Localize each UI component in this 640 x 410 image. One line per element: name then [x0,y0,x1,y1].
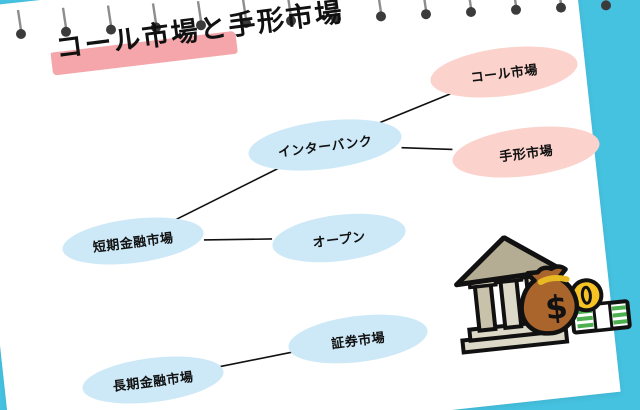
mindmap-edge-short-term-to-open [203,238,273,241]
money-bag-icon: $ [519,264,580,336]
mindmap-node-label: 証券市場 [330,330,386,352]
money-bag-dollar-symbol: $ [543,287,569,327]
mindmap-edge-interbank-to-bill [401,146,453,151]
mindmap-node-label: 短期金融市場 [92,230,175,256]
mindmap-node-label: 手形市場 [498,143,554,165]
mindmap-edge-short-term-to-interbank [170,164,285,224]
mindmap-node-label: 長期金融市場 [112,369,195,395]
mindmap-edge-interbank-to-call [371,90,459,127]
mindmap-node-label: コール市場 [469,62,539,86]
mindmap-edge-long-term-to-securities [212,350,299,369]
mindmap-node-label: オープン [311,229,367,251]
bank-building-with-money-illustration: $ [454,235,632,355]
mindmap-node-label: インターバンク [277,133,374,161]
